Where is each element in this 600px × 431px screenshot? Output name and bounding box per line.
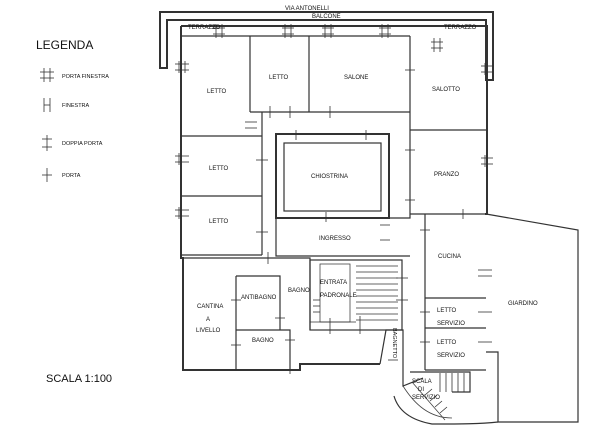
room-label-scala: SCALA [412, 379, 432, 385]
room-label-cantina-livello: LIVELLO [196, 328, 221, 334]
porta-symbol [42, 168, 52, 182]
room-label-chiostrina: CHIOSTRINA [311, 174, 348, 180]
room-label-servizio-2: SERVIZIO [437, 353, 465, 359]
room-label-letto-ovest: LETTO [207, 89, 227, 95]
room-label-giardino: GIARDINO [508, 301, 538, 307]
room-label-letto-servizio-1: LETTO [437, 308, 457, 314]
room-label-letto-sud: LETTO [209, 219, 229, 225]
room-label-scala-servizio: SERVIZIO [412, 395, 440, 401]
room-label-salotto: SALOTTO [432, 87, 460, 93]
service-stair [402, 371, 471, 421]
room-label-cantina-a: A [206, 317, 210, 323]
legend-label-porta-finestra: PORTA FINESTRA [62, 74, 109, 80]
scale-label: SCALA 1:100 [46, 373, 112, 385]
terrace-label-west: TERRAZZO [188, 25, 221, 31]
legend-label-porta: PORTA [62, 173, 81, 179]
terrace-label-east: TERRAZZO [444, 25, 477, 31]
room-label-cantina: CANTINA [197, 304, 223, 310]
legend-title: LEGENDA [36, 38, 93, 52]
room-label-letto-nord: LETTO [269, 75, 289, 81]
interior-walls [181, 35, 486, 371]
room-label-padronale: PADRONALE [320, 293, 357, 299]
legend-label-doppia-porta: DOPPIA PORTA [62, 141, 103, 147]
room-label-salone: SALONE [344, 75, 368, 81]
room-label-ingresso: INGRESSO [319, 236, 351, 242]
main-stair [310, 265, 398, 323]
room-label-bagnetto: BAGNETTO [391, 328, 397, 359]
room-label-bagno-2: BAGNO [252, 338, 274, 344]
balcony-label: BALCONE [312, 14, 341, 20]
room-label-servizio-1: SERVIZIO [437, 321, 465, 327]
room-label-antibagno: ANTIBAGNO [241, 295, 277, 301]
street-label: VIA ANTONELLI [285, 6, 329, 12]
opening-symbols [175, 24, 493, 374]
porta-finestra-symbol [40, 68, 54, 82]
legend-label-finestra: FINESTRA [62, 103, 90, 109]
room-label-cucina: CUCINA [438, 254, 461, 260]
doppia-porta-symbol [42, 135, 52, 151]
finestra-symbol [43, 98, 51, 112]
room-label-letto-centro: LETTO [209, 166, 229, 172]
room-label-bagno-1: BAGNO [288, 288, 310, 294]
room-label-letto-servizio-2: LETTO [437, 340, 457, 346]
room-label-pranzo: PRANZO [434, 172, 459, 178]
room-label-scala-di: DI [418, 387, 424, 393]
room-label-entrata: ENTRATA [320, 280, 347, 286]
